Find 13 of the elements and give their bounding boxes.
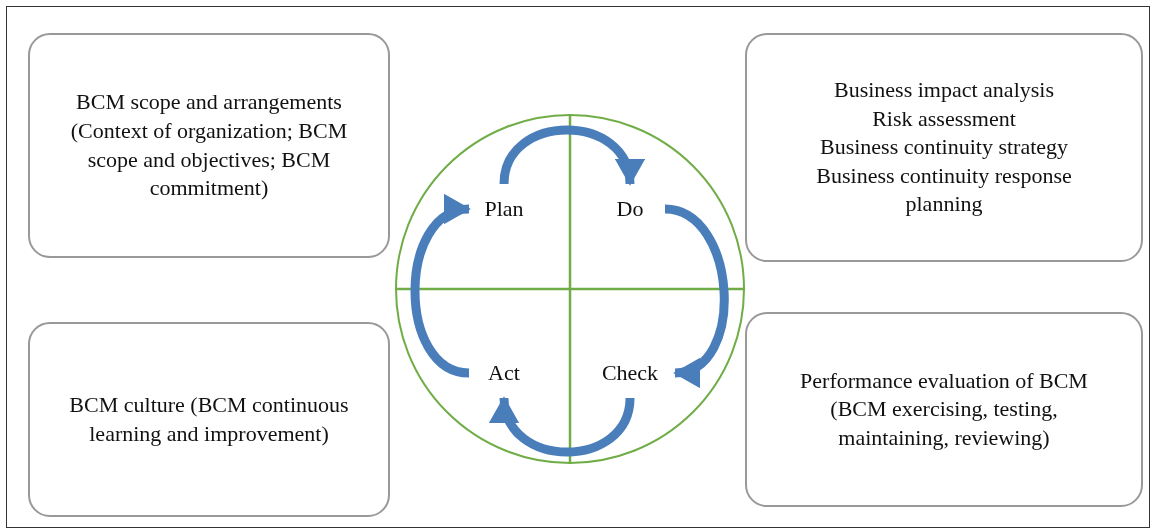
text-box: Performance evaluation of BCM (BCM exercising, testing, maintaining, reviewing)	[745, 312, 1143, 507]
phase-label: Check	[585, 348, 675, 398]
text-line: Risk assessment	[872, 104, 1016, 133]
phase-label: Act	[469, 348, 539, 398]
curved-arrow	[492, 396, 635, 457]
phase-label: Do	[595, 184, 665, 234]
text-line: Business continuity strategy	[819, 133, 1069, 162]
text-line: Business continuity response planning	[815, 161, 1073, 219]
text-line: Business impact analysis	[834, 76, 1054, 104]
text-box: BCM culture (BCM continuous learning and improvement)	[28, 322, 390, 517]
text-box: BCM scope and arrangements (Context of organization; BCM scope and objectives; BCM commitment)	[28, 33, 390, 258]
curved-arrow	[499, 125, 642, 186]
phase-label: Plan	[469, 184, 539, 234]
